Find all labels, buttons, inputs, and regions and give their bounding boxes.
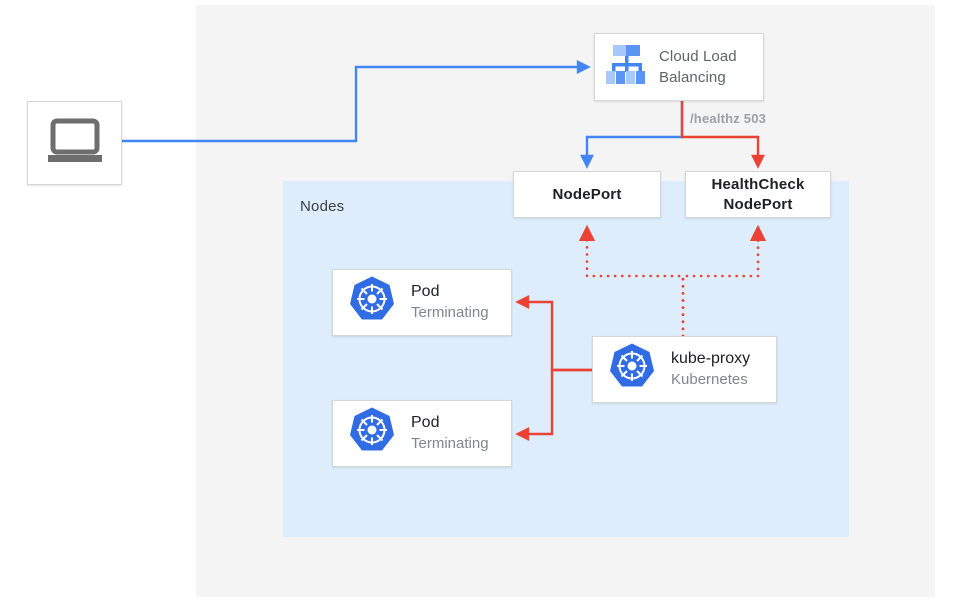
clb-label-line1: Cloud Load <box>659 48 737 65</box>
pod-text-1: Pod Terminating <box>411 282 489 323</box>
load-balancer-icon <box>605 44 649 91</box>
kube-proxy-subtitle: Kubernetes <box>671 371 748 388</box>
nodeport-node[interactable]: NodePort <box>513 171 661 218</box>
pod-subtitle-1: Terminating <box>411 304 489 321</box>
edge-lb-to-healthcheck <box>680 101 765 169</box>
edge-kubeproxy-to-pod-2 <box>515 368 592 441</box>
kubernetes-icon <box>347 275 397 330</box>
pod-node-1[interactable]: Pod Terminating <box>332 269 512 336</box>
kubernetes-icon <box>347 406 397 461</box>
healthcheck-nodeport-label-line2: NodePort <box>723 195 793 213</box>
healthz-edge-label: /healthz 503 <box>690 111 767 126</box>
edge-client-to-lb <box>122 60 591 143</box>
pod-title-1: Pod <box>411 283 440 300</box>
pod-text-2: Pod Terminating <box>411 413 489 454</box>
kube-proxy-node[interactable]: kube-proxy Kubernetes <box>592 336 777 403</box>
client-laptop-node[interactable] <box>27 101 122 185</box>
clb-label-line2: Balancing <box>659 69 726 86</box>
pod-node-2[interactable]: Pod Terminating <box>332 400 512 467</box>
cloud-load-balancing-node[interactable]: Cloud Load Balancing <box>594 33 764 101</box>
kube-proxy-title: kube-proxy <box>671 350 751 367</box>
healthcheck-nodeport-node[interactable]: HealthCheck NodePort <box>685 171 831 218</box>
pod-subtitle-2: Terminating <box>411 435 489 452</box>
laptop-icon <box>47 118 103 169</box>
nodes-panel-label: Nodes <box>300 198 345 215</box>
healthcheck-nodeport-label-line1: HealthCheck <box>711 175 805 193</box>
kube-proxy-text: kube-proxy Kubernetes <box>671 349 750 390</box>
pod-title-2: Pod <box>411 414 440 431</box>
cloud-load-balancing-text: Cloud Load Balancing <box>659 46 737 88</box>
nodeport-label: NodePort <box>552 185 622 203</box>
kubernetes-icon <box>607 342 657 397</box>
